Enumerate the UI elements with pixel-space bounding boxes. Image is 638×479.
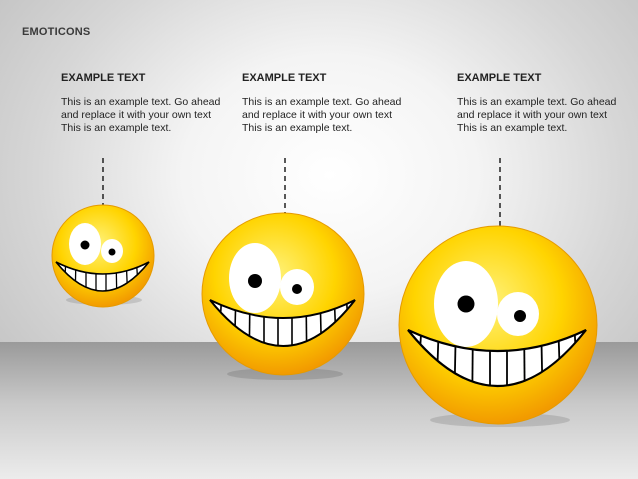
text-block-heading: EXAMPLE TEXT bbox=[242, 72, 327, 84]
text-block-heading: EXAMPLE TEXT bbox=[457, 72, 542, 84]
text-block-body: This is an example text. Go ahead and re… bbox=[61, 96, 221, 134]
text-block-1: EXAMPLE TEXT This is an example text. Go… bbox=[61, 72, 221, 135]
smiley-face-icon-large bbox=[398, 225, 598, 427]
text-block-heading: EXAMPLE TEXT bbox=[61, 72, 146, 84]
smiley-face-icon-medium bbox=[201, 212, 365, 380]
text-block-3: EXAMPLE TEXT This is an example text. Go… bbox=[457, 72, 617, 135]
text-block-body: This is an example text. Go ahead and re… bbox=[457, 96, 617, 134]
text-block-2: EXAMPLE TEXT This is an example text. Go… bbox=[242, 72, 402, 135]
slide-title: EMOTICONS bbox=[22, 26, 91, 38]
smiley-face-icon-small bbox=[51, 204, 155, 308]
text-block-body: This is an example text. Go ahead and re… bbox=[242, 96, 402, 134]
